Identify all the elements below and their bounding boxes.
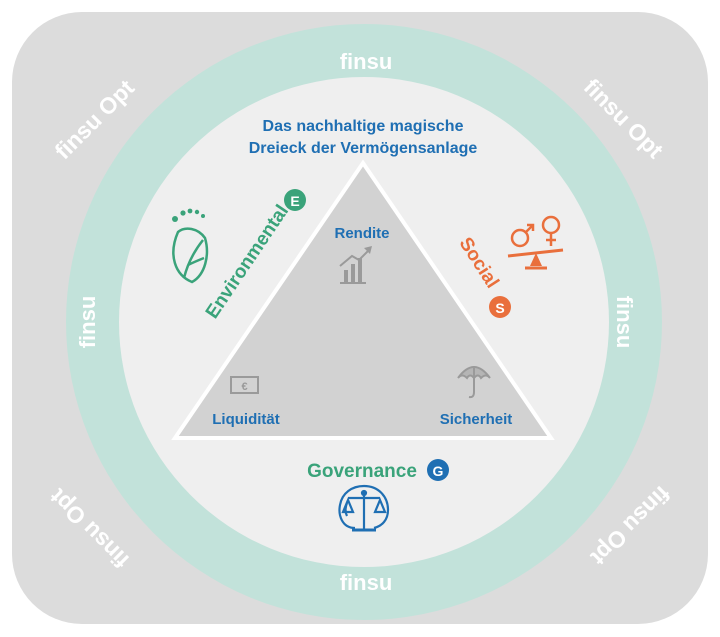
corner-sicherheit-label: Sicherheit — [440, 411, 513, 428]
svg-text:€: € — [241, 381, 247, 393]
corner-liquiditaet-label: Liquidität — [212, 411, 280, 428]
diagram-title-line2: Dreieck der Vermögensanlage — [249, 140, 478, 157]
environmental-badge: E — [284, 189, 306, 211]
ring-label-right: finsu — [612, 296, 637, 349]
ring-label-bottom: finsu — [340, 570, 393, 595]
governance-label: Governance — [307, 461, 417, 482]
ring-label-top: finsu — [340, 49, 393, 74]
chart-up-icon — [339, 246, 372, 284]
umbrella-icon — [457, 366, 491, 399]
governance-badge-letter: G — [433, 463, 444, 479]
social-badge: S — [489, 296, 511, 318]
diagram-title-line1: Das nachhaltige magische — [263, 118, 464, 135]
gender-scale-icon — [507, 215, 564, 270]
justice-scale-icon — [338, 484, 390, 532]
social-badge-letter: S — [495, 300, 504, 316]
environmental-badge-letter: E — [290, 193, 299, 209]
corner-rendite-label: Rendite — [334, 225, 389, 242]
euro-bill-icon: € — [230, 376, 259, 394]
magic-triangle — [171, 159, 555, 440]
foot-leaf-icon — [172, 208, 209, 284]
ring-label-left: finsu — [75, 296, 100, 349]
governance-badge: G — [427, 459, 449, 481]
